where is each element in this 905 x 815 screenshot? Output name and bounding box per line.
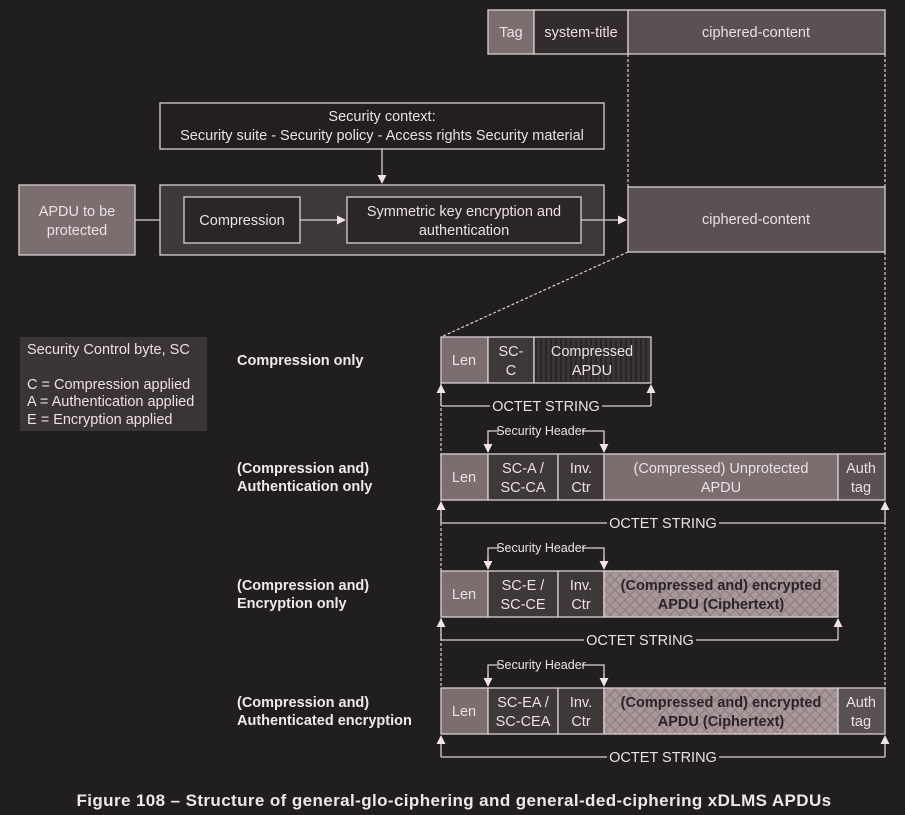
legend-item: E = Encryption applied: [27, 412, 173, 428]
row-label-2: Encryption only: [237, 596, 347, 612]
payload-label-2: APDU (Ciphertext): [658, 597, 785, 613]
security-context-box: [159, 102, 605, 150]
encryption-label-1: Symmetric key encryption and: [367, 204, 561, 220]
octet-string-label: OCTET STRING: [586, 633, 694, 649]
payload-label-1: (Compressed) Unprotected: [634, 461, 809, 477]
payload-label-2: APDU: [572, 363, 612, 379]
security-header-label: Security Header: [496, 424, 586, 438]
sc-field: [487, 336, 535, 384]
octet-string-label: OCTET STRING: [609, 750, 717, 766]
octet-string-label: OCTET STRING: [492, 399, 600, 415]
encryption-box: [346, 196, 582, 244]
len-label: Len: [452, 587, 476, 603]
ctr-label-1: Inv.: [570, 695, 592, 711]
sc-label-2: C: [506, 363, 516, 379]
legend: Security Control byte, SC C = Compressio…: [20, 337, 207, 431]
invocation-counter-field: [557, 687, 605, 735]
tag-field: [487, 9, 535, 55]
tag-label-2: tag: [851, 480, 871, 496]
legend-title: Security Control byte, SC: [27, 342, 190, 358]
tag-label-2: tag: [851, 714, 871, 730]
ciphered-content-output: [627, 186, 886, 253]
security-header-label: Security Header: [496, 541, 586, 555]
security-context-title: Security context:: [328, 109, 435, 125]
tag-label: Tag: [499, 25, 522, 41]
legend-item: A = Authentication applied: [27, 394, 194, 410]
compression-box: [183, 196, 301, 244]
legend-item: C = Compression applied: [27, 377, 190, 393]
payload-label-1: (Compressed and) encrypted: [621, 695, 822, 711]
payload-label-2: APDU: [701, 480, 741, 496]
sc-label-1: SC-A /: [502, 461, 545, 477]
len-field: [440, 336, 489, 384]
legend-box: [20, 337, 207, 431]
len-field: [440, 687, 489, 735]
top-frame: Tag system-title ciphered-content: [487, 9, 886, 55]
sc-label-2: SC-CE: [500, 597, 545, 613]
sc-field: [487, 453, 559, 501]
row-label-2: Authenticated encryption: [237, 713, 412, 729]
auth-tag-field: [837, 687, 886, 735]
sc-label-1: SC-EA /: [497, 695, 550, 711]
invocation-counter-field: [557, 453, 605, 501]
auth-tag-field: [837, 453, 886, 501]
row-label-1: (Compression and): [237, 461, 369, 477]
sc-field: [487, 570, 559, 618]
ctr-label-2: Ctr: [571, 480, 591, 496]
ciphertext-field: [603, 687, 839, 735]
row-authentication-only: (Compression and) Authentication only Se…: [237, 424, 890, 532]
apdu-to-be-protected-box: [18, 184, 136, 256]
len-field: [440, 453, 489, 501]
ctr-label-1: Inv.: [570, 578, 592, 594]
row-label-1: (Compression and): [237, 695, 369, 711]
row-encryption-only: (Compression and) Encryption only Securi…: [237, 541, 843, 649]
expansion-dashed: [440, 251, 629, 338]
sc-label-1: SC-E /: [502, 578, 546, 594]
unprotected-apdu-field: [603, 453, 839, 501]
system-title-field: [533, 9, 629, 55]
len-label: Len: [452, 470, 476, 486]
security-context-details: Security suite - Security policy - Acces…: [180, 128, 584, 144]
encryption-label-2: authentication: [419, 223, 509, 239]
compressed-apdu-field: [533, 336, 652, 384]
len-field: [440, 570, 489, 618]
sc-label-2: SC-CEA: [496, 714, 551, 730]
payload-label-1: Compressed: [551, 344, 633, 360]
row-authenticated-encryption: (Compression and) Authenticated encrypti…: [237, 658, 890, 766]
len-label: Len: [452, 353, 476, 369]
ctr-label-2: Ctr: [571, 714, 591, 730]
octet-string-label: OCTET STRING: [609, 516, 717, 532]
row-label: Compression only: [237, 353, 364, 369]
ctr-label-2: Ctr: [571, 597, 591, 613]
ciphered-content-field: [627, 9, 886, 55]
row-label-1: (Compression and): [237, 578, 369, 594]
payload-label-2: APDU (Ciphertext): [658, 714, 785, 730]
sc-label-2: SC-CA: [500, 480, 545, 496]
ciphered-content-label: ciphered-content: [702, 25, 810, 41]
security-header-label: Security Header: [496, 658, 586, 672]
tag-label-1: Auth: [846, 695, 876, 711]
row-label-2: Authentication only: [237, 479, 372, 495]
figure-caption: Figure 108 – Structure of general-glo-ci…: [76, 791, 831, 810]
ctr-label-1: Inv.: [570, 461, 592, 477]
payload-label-1: (Compressed and) encrypted: [621, 578, 822, 594]
invocation-counter-field: [557, 570, 605, 618]
apdu-label-1: APDU to be: [39, 204, 116, 220]
len-label: Len: [452, 704, 476, 720]
row-compression-only: Compression only Len SC- C Compressed AP…: [237, 336, 656, 415]
ciphered-content-output-label: ciphered-content: [702, 212, 810, 228]
sc-label-1: SC-: [499, 344, 524, 360]
ciphertext-field: [603, 570, 839, 618]
tag-label-1: Auth: [846, 461, 876, 477]
compression-label: Compression: [199, 213, 284, 229]
system-title-label: system-title: [544, 25, 617, 41]
sc-field: [487, 687, 559, 735]
apdu-label-2: protected: [47, 223, 107, 239]
